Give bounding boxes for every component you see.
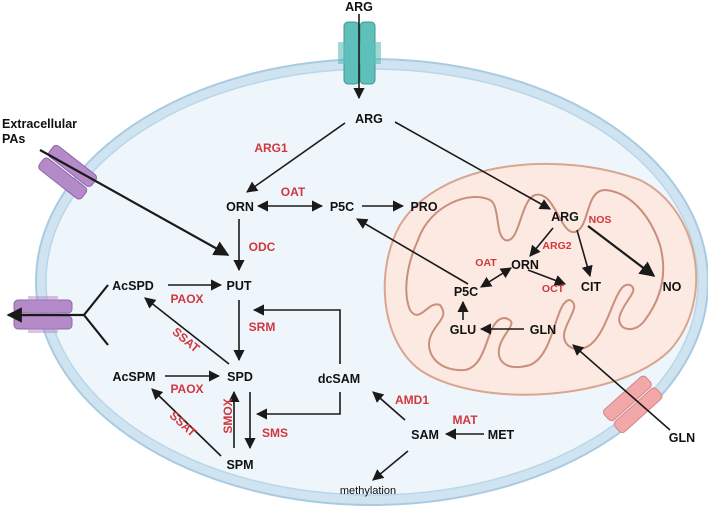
dcsam-label: dcSAM (318, 372, 360, 386)
arrow-mito-p5c-to-p5c (356, 218, 469, 285)
amd1-label: AMD1 (395, 393, 429, 407)
arrow-spd-to-acspd (144, 297, 230, 365)
met-label: MET (488, 428, 515, 442)
gln-transporter (603, 375, 663, 434)
sms-label: SMS (262, 426, 288, 440)
p5c-label: P5C (330, 200, 354, 214)
acspd-label: AcSPD (112, 279, 154, 293)
arrow-dcsam-to-sms (255, 392, 341, 420)
mito-cit-label: CIT (581, 280, 602, 294)
mito-gln-label: GLN (530, 323, 556, 337)
extracellular-pas-label: Extracellular PAs (2, 117, 81, 146)
spd-label: SPD (227, 370, 253, 384)
mito-oat-label: OAT (475, 257, 497, 269)
arrow-mito-arg-to-no (587, 225, 656, 277)
reaction-arrows (6, 14, 671, 481)
spm-label: SPM (226, 458, 253, 472)
paox-top-label: PAOX (170, 292, 203, 306)
mitochondrion (383, 162, 698, 396)
arrow-sam-to-methylation (372, 450, 409, 481)
mito-p5c-label: P5C (454, 285, 478, 299)
arrow-dcsam-to-srm (252, 304, 341, 364)
extracellular-pas-line: Extracellular (2, 117, 77, 131)
srm-label: SRM (249, 320, 276, 334)
odc-label: ODC (249, 240, 276, 254)
arrow-spm-to-acspm (151, 388, 222, 457)
arg2-label: ARG2 (542, 240, 571, 252)
smox-label: SMOX (221, 398, 235, 433)
gln-outside-label: GLN (669, 431, 695, 445)
nos-label: NOS (589, 214, 612, 226)
mito-arg-label: ARG (551, 210, 579, 224)
metabolite-labels: ARG ARG ORN P5C PRO PUT AcSPD AcSPM SPD … (2, 0, 695, 497)
oct-label: OCT (542, 283, 565, 295)
methylation-label: methylation (340, 485, 396, 497)
arrow-mito-arg-to-cit (576, 229, 593, 278)
arg1-label: ARG1 (254, 141, 288, 155)
mito-orn-label: ORN (511, 258, 539, 272)
arrow-mito-arg-to-orn (529, 227, 554, 257)
extracellular-pas-transporter (38, 144, 98, 200)
arg-outside-label: ARG (345, 0, 373, 14)
arrow-orn-to-cit (527, 269, 567, 286)
arrow-sam-to-dcsam (372, 391, 406, 421)
paox-bottom-label: PAOX (170, 382, 203, 396)
no-label: NO (663, 280, 682, 294)
arg-cytosol-label: ARG (355, 112, 383, 126)
extracellular-pas-line: PAs (2, 132, 25, 146)
acspm-label: AcSPM (112, 370, 155, 384)
arrow-extracellular-pas-import (39, 149, 230, 256)
mito-glu-label: GLU (450, 323, 476, 337)
mitochondrion-cristae (405, 188, 665, 372)
arrow-gln-import (572, 344, 671, 431)
orn-label: ORN (226, 200, 254, 214)
arrow-arg-to-mito-arg (394, 121, 551, 210)
mat-label: MAT (452, 413, 478, 427)
oat-label: OAT (281, 185, 306, 199)
arrow-arg-to-orn (246, 122, 346, 193)
sam-label: SAM (411, 428, 439, 442)
put-label: PUT (227, 279, 252, 293)
arrow-orn-p5c-mito (480, 267, 512, 288)
pro-label: PRO (410, 200, 437, 214)
enzyme-labels: ARG1 OAT ODC PAOX PAOX SSAT SSAT SRM SMO… (167, 141, 612, 440)
